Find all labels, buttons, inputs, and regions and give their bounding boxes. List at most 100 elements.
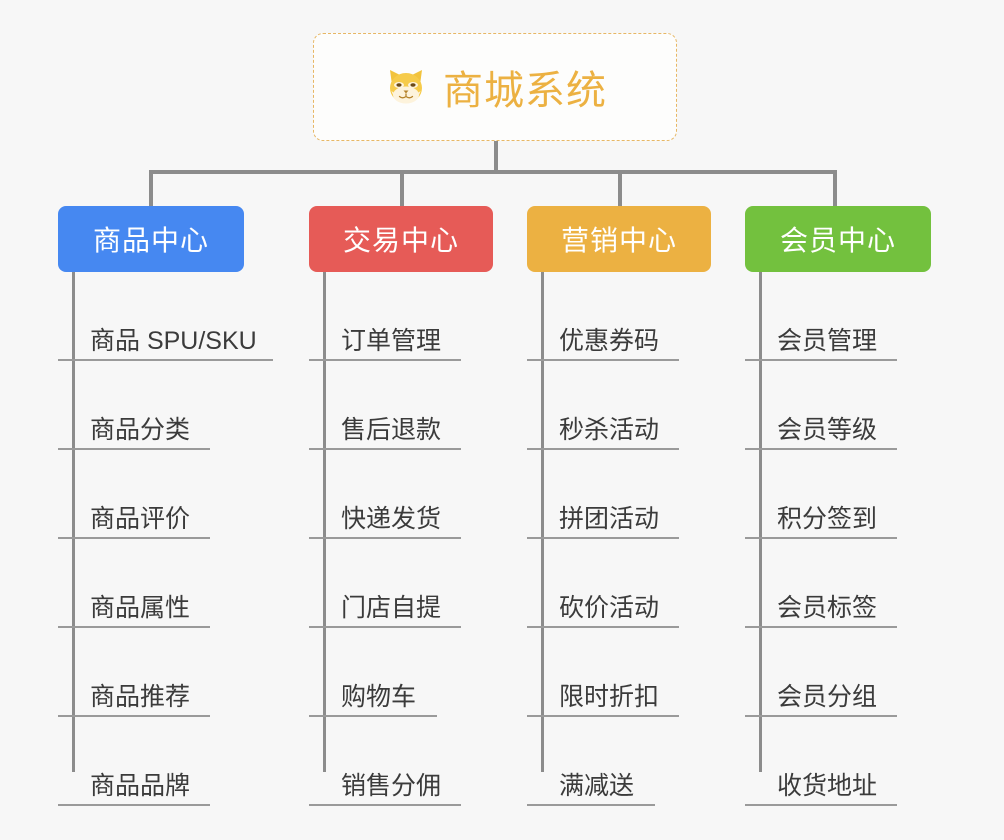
- leaf-label: 门店自提: [341, 593, 442, 622]
- leaf-list-4: 会员管理 会员等级 积分签到 会员标签 会员分组 收货地址: [745, 272, 985, 806]
- leaf-label: 积分签到: [777, 504, 878, 533]
- leaf-underline: [58, 537, 210, 539]
- connector-root-stem: [494, 141, 498, 172]
- leaf-item[interactable]: 满减送: [527, 717, 767, 806]
- leaf-label: 售后退款: [341, 415, 442, 444]
- leaf-underline: [527, 715, 679, 717]
- leaf-label: 商品属性: [90, 593, 191, 622]
- branch-header-4[interactable]: 会员中心: [745, 206, 931, 272]
- leaf-label: 优惠券码: [559, 326, 660, 355]
- leaf-label: 商品 SPU/SKU: [90, 326, 257, 355]
- leaf-item[interactable]: 订单管理: [309, 272, 549, 361]
- leaf-underline: [527, 537, 679, 539]
- branch-column-1: 商品中心 商品 SPU/SKU 商品分类 商品评价 商品属性 商品推荐: [58, 206, 298, 806]
- leaf-item[interactable]: 积分签到: [745, 450, 985, 539]
- leaf-underline: [309, 359, 461, 361]
- leaf-item[interactable]: 会员标签: [745, 539, 985, 628]
- root-node[interactable]: 商城系统: [313, 33, 677, 141]
- leaf-label: 会员等级: [777, 415, 878, 444]
- leaf-label: 收货地址: [777, 771, 878, 800]
- leaf-item[interactable]: 购物车: [309, 628, 549, 717]
- leaf-underline: [745, 359, 897, 361]
- branch-column-4: 会员中心 会员管理 会员等级 积分签到 会员标签 会员分组: [745, 206, 985, 806]
- branch-header-1[interactable]: 商品中心: [58, 206, 244, 272]
- leaf-item[interactable]: 收货地址: [745, 717, 985, 806]
- leaf-underline: [309, 804, 461, 806]
- leaf-underline: [58, 448, 210, 450]
- leaf-underline: [58, 804, 210, 806]
- leaf-item[interactable]: 门店自提: [309, 539, 549, 628]
- leaf-item[interactable]: 商品 SPU/SKU: [58, 272, 298, 361]
- leaf-item[interactable]: 商品评价: [58, 450, 298, 539]
- leaf-underline: [58, 359, 273, 361]
- leaf-label: 会员管理: [777, 326, 878, 355]
- leaf-item[interactable]: 会员管理: [745, 272, 985, 361]
- leaf-label: 购物车: [341, 682, 417, 711]
- leaf-underline: [527, 804, 655, 806]
- leaf-label: 商品推荐: [90, 682, 191, 711]
- leaf-underline: [309, 537, 461, 539]
- branch-column-2: 交易中心 订单管理 售后退款 快递发货 门店自提 购物车: [309, 206, 549, 806]
- leaf-item[interactable]: 商品品牌: [58, 717, 298, 806]
- leaf-label: 商品品牌: [90, 771, 191, 800]
- shiba-dog-face-icon: [383, 64, 429, 110]
- leaf-underline: [309, 715, 437, 717]
- leaf-item[interactable]: 砍价活动: [527, 539, 767, 628]
- branch-spine-1: [72, 272, 75, 772]
- connector-drop-4: [833, 170, 837, 206]
- leaf-list-1: 商品 SPU/SKU 商品分类 商品评价 商品属性 商品推荐 商品品牌: [58, 272, 298, 806]
- leaf-label: 满减送: [559, 771, 635, 800]
- leaf-item[interactable]: 商品推荐: [58, 628, 298, 717]
- branch-header-label-4: 会员中心: [779, 225, 896, 256]
- leaf-list-2: 订单管理 售后退款 快递发货 门店自提 购物车 销售分佣: [309, 272, 549, 806]
- branch-column-3: 营销中心 优惠券码 秒杀活动 拼团活动 砍价活动 限时折扣: [527, 206, 767, 806]
- leaf-underline: [527, 448, 679, 450]
- leaf-underline: [745, 715, 897, 717]
- leaf-item[interactable]: 拼团活动: [527, 450, 767, 539]
- branch-header-2[interactable]: 交易中心: [309, 206, 493, 272]
- leaf-label: 拼团活动: [559, 504, 660, 533]
- leaf-item[interactable]: 限时折扣: [527, 628, 767, 717]
- leaf-item[interactable]: 销售分佣: [309, 717, 549, 806]
- leaf-item[interactable]: 售后退款: [309, 361, 549, 450]
- leaf-underline: [527, 626, 679, 628]
- leaf-item[interactable]: 优惠券码: [527, 272, 767, 361]
- leaf-label: 砍价活动: [559, 593, 660, 622]
- leaf-label: 会员分组: [777, 682, 878, 711]
- connector-drop-2: [400, 170, 404, 206]
- branch-spine-2: [323, 272, 326, 772]
- leaf-underline: [309, 626, 461, 628]
- leaf-underline: [745, 804, 897, 806]
- connector-drop-3: [618, 170, 622, 206]
- branch-spine-3: [541, 272, 544, 772]
- leaf-underline: [745, 448, 897, 450]
- leaf-item[interactable]: 会员等级: [745, 361, 985, 450]
- leaf-label: 会员标签: [777, 593, 878, 622]
- connector-drop-1: [149, 170, 153, 206]
- leaf-underline: [527, 359, 679, 361]
- leaf-item[interactable]: 会员分组: [745, 628, 985, 717]
- connector-bus-bar: [149, 170, 837, 174]
- leaf-underline: [58, 626, 210, 628]
- leaf-label: 销售分佣: [341, 771, 442, 800]
- leaf-underline: [745, 626, 897, 628]
- leaf-label: 商品评价: [90, 504, 191, 533]
- leaf-list-3: 优惠券码 秒杀活动 拼团活动 砍价活动 限时折扣 满减送: [527, 272, 767, 806]
- branch-header-3[interactable]: 营销中心: [527, 206, 711, 272]
- leaf-item[interactable]: 快递发货: [309, 450, 549, 539]
- leaf-item[interactable]: 商品属性: [58, 539, 298, 628]
- branch-header-label-1: 商品中心: [92, 225, 209, 256]
- branch-header-label-3: 营销中心: [560, 225, 677, 256]
- leaf-label: 秒杀活动: [559, 415, 660, 444]
- leaf-label: 限时折扣: [559, 682, 660, 711]
- leaf-item[interactable]: 商品分类: [58, 361, 298, 450]
- leaf-underline: [58, 715, 210, 717]
- root-title: 商城系统: [443, 69, 607, 113]
- leaf-item[interactable]: 秒杀活动: [527, 361, 767, 450]
- leaf-underline: [745, 537, 897, 539]
- branch-spine-4: [759, 272, 762, 772]
- leaf-label: 快递发货: [341, 504, 442, 533]
- leaf-label: 订单管理: [341, 326, 442, 355]
- leaf-underline: [309, 448, 461, 450]
